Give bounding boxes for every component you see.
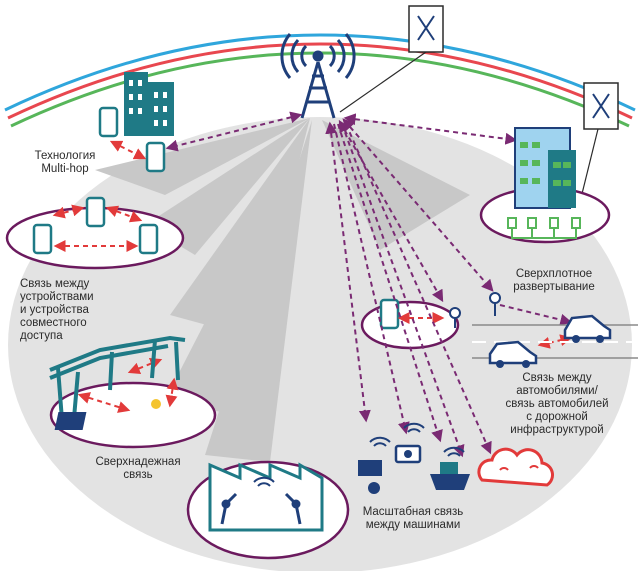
- phone-icons: [32, 106, 400, 330]
- solar-panel-icon: [54, 399, 161, 430]
- phone-icon: [145, 141, 166, 173]
- phone-icon: [138, 223, 159, 255]
- label-d2d: Связь между устройствами и устройства со…: [20, 278, 94, 342]
- factory-icon: [208, 462, 324, 532]
- panel-antenna-icon: [339, 5, 619, 211]
- ev-charger-icon: [368, 482, 380, 494]
- robot-arm-icon: [220, 492, 302, 525]
- power-grid-structure-icon: [49, 335, 186, 421]
- cell-tower-icon: [280, 33, 356, 119]
- phone-icon: [98, 106, 119, 138]
- cloud-icon: [477, 447, 554, 487]
- label-mmtc: Масштабная связь между машинами: [362, 506, 464, 531]
- smart-building-icon: [507, 127, 581, 239]
- mmtc-device-icons: [358, 444, 470, 494]
- label-multihop: Технология Multi-hop: [34, 150, 96, 175]
- label-urllc: Сверхнадежная связь: [95, 456, 181, 481]
- label-v2x: Связь между автомобилями/ связь автомоби…: [505, 372, 609, 436]
- phone-icon: [32, 223, 53, 255]
- office-building-icon: [124, 72, 174, 136]
- phone-icon: [85, 196, 106, 228]
- ship-icon: [430, 474, 470, 490]
- wifi-signal-icon: [253, 422, 465, 487]
- car-icon: [488, 314, 612, 368]
- roadside-sensor-icon: [449, 292, 501, 328]
- label-ultradense: Сверхплотное развертывание: [513, 268, 595, 293]
- meter-icon: [358, 460, 382, 476]
- tower-links: [165, 111, 573, 458]
